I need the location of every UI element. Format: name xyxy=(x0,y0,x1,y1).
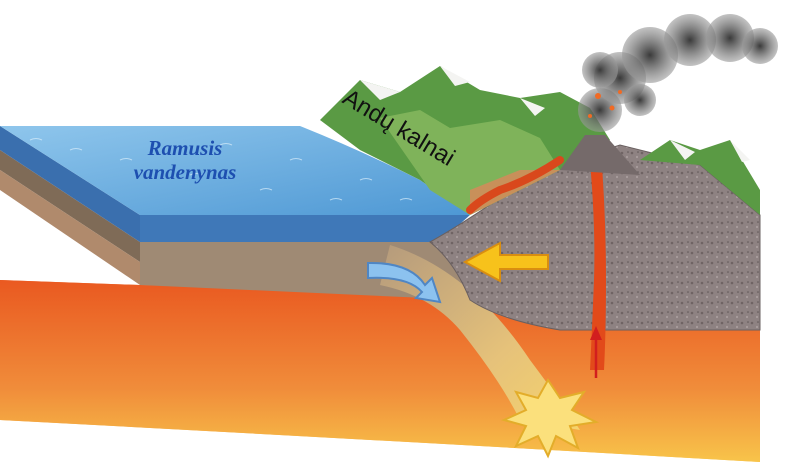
yellow-arrow-left-icon xyxy=(462,241,549,283)
ocean-water-left xyxy=(0,126,140,242)
red-arrow-up-icon xyxy=(590,326,602,378)
ember-sparks xyxy=(588,90,622,118)
ocean-crust-upper xyxy=(0,150,140,262)
blue-curved-arrow-icon xyxy=(367,261,442,304)
ocean-label-line1: Ramusis xyxy=(147,136,223,160)
ocean-label: Ramusis vandenynas xyxy=(110,136,260,184)
ocean-water-side xyxy=(140,215,470,242)
ocean-surface xyxy=(0,126,470,215)
ocean-crust-lower xyxy=(0,170,140,285)
ash-cloud xyxy=(578,14,778,132)
lava-flow xyxy=(466,156,564,214)
volcano-cone xyxy=(560,135,640,175)
magma-conduit xyxy=(588,140,606,370)
wave-texture xyxy=(29,138,413,201)
starburst-icon xyxy=(501,378,600,459)
ocean-label-line2: vandenynas xyxy=(133,160,237,184)
